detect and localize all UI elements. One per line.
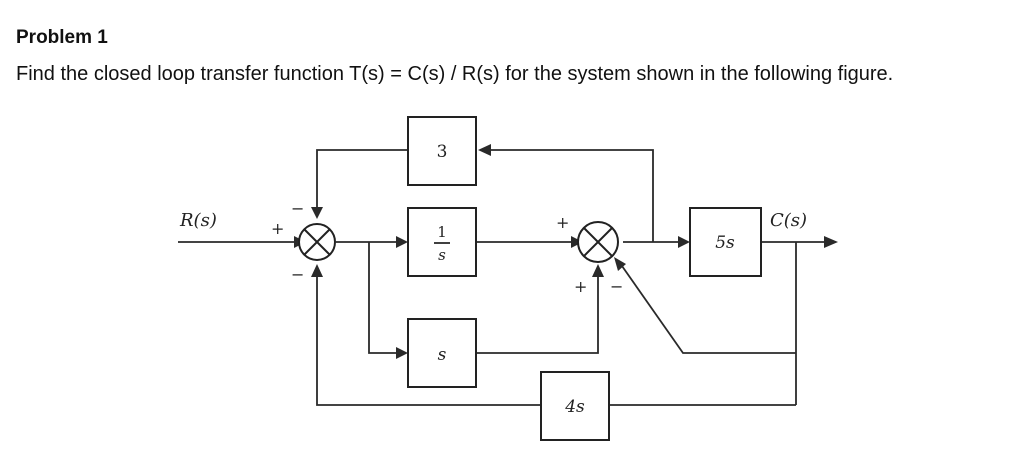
feedback-4s-label: 4s (564, 397, 585, 417)
signal-wires (178, 149, 826, 406)
sj2-sign-bottom-left: + (574, 277, 587, 296)
gain-3-block (407, 116, 477, 186)
sj2-sign-top: + (556, 213, 569, 232)
problem-statement: Find the closed loop transfer function T… (16, 63, 894, 85)
derivative-label: s (438, 345, 447, 365)
sj1-sign-bottom: − (291, 265, 304, 284)
sj1-sign-left: + (271, 219, 284, 238)
problem-title: Problem 1 (16, 27, 108, 48)
gain-3-label: 3 (437, 142, 448, 162)
derivative-block (407, 318, 477, 388)
feedback-4s-block (540, 371, 610, 441)
input-label: R(s) (179, 210, 217, 231)
forward-5s-block (689, 207, 762, 277)
integrator-denominator: s (438, 246, 446, 264)
sj2-sign-bottom-right: − (610, 277, 623, 296)
sj1-sign-top: − (291, 199, 304, 218)
integrator-block (407, 207, 477, 277)
forward-5s-label: 5s (715, 233, 735, 253)
output-label: C(s) (770, 210, 807, 231)
integrator-numerator: 1 (437, 223, 447, 241)
summing-junction-1 (298, 223, 336, 261)
summing-junction-2 (577, 221, 619, 263)
